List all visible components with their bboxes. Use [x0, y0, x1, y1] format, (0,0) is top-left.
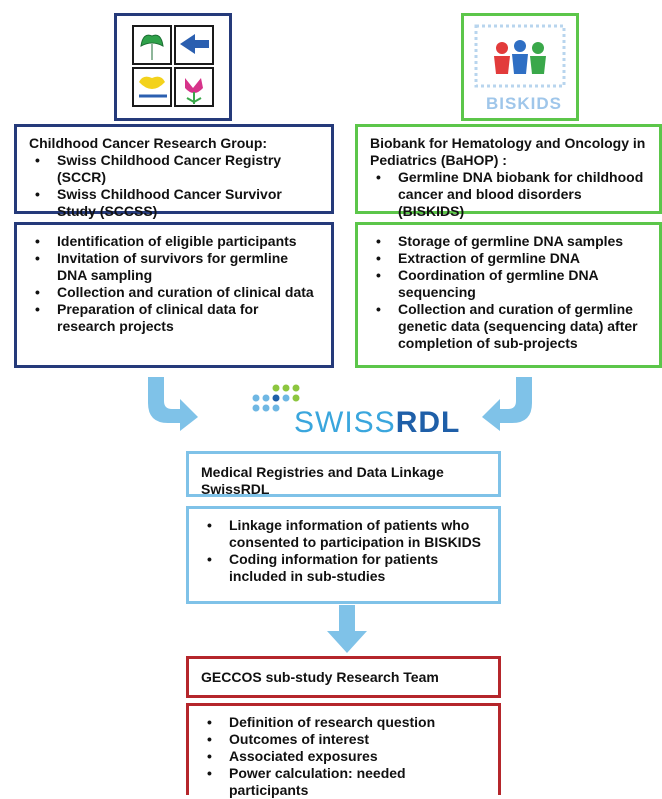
- list-item: •Outcomes of interest: [207, 731, 370, 747]
- list-item: •Identification of eligible participants: [35, 233, 297, 249]
- crg-logo: [114, 13, 232, 121]
- crg-title: Childhood Cancer Research Group:: [29, 135, 268, 151]
- list-item: •Swiss Childhood Cancer Survivor Study (…: [35, 186, 282, 219]
- bahop-title: Biobank for Hematology and Oncology in P…: [370, 135, 646, 168]
- list-item: •Associated exposures: [207, 748, 378, 764]
- list-item: •Coordination of germline DNA sequencing: [376, 267, 599, 300]
- bahop-tasks-box: •Storage of germline DNA samples •Extrac…: [355, 222, 662, 368]
- list-item: •Swiss Childhood Cancer Registry (SCCR): [35, 152, 282, 185]
- children-dna-icon: [474, 24, 566, 88]
- list-item: •Power calculation: needed participants: [207, 765, 406, 798]
- list-item: •Collection and curation of clinical dat…: [35, 284, 314, 300]
- bahop-box: Biobank for Hematology and Oncology in P…: [355, 124, 662, 219]
- flower-tiles-icon: [132, 25, 214, 107]
- bahop-list: •Germline DNA biobank for childhood canc…: [370, 169, 647, 220]
- crg-box: Childhood Cancer Research Group: •Swiss …: [14, 124, 334, 219]
- down-arrow-icon: [327, 605, 367, 653]
- list-item: •Storage of germline DNA samples: [376, 233, 624, 249]
- swissrdl-tasks-list: •Linkage information of patients who con…: [201, 517, 486, 585]
- biskids-logo-text: BISKIDS: [486, 94, 562, 113]
- list-item: •Extraction of germline DNA: [376, 250, 581, 266]
- swissrdl-logo-text: SWISSRDL: [294, 406, 461, 439]
- swissrdl-logo: SWISSRDL: [250, 384, 459, 444]
- list-item: •Preparation of clinical data for resear…: [35, 301, 259, 334]
- list-item: •Germline DNA biobank for childhood canc…: [376, 169, 644, 219]
- bahop-tasks-list: •Storage of germline DNA samples •Extrac…: [370, 233, 647, 352]
- list-item: •Linkage information of patients who con…: [207, 517, 482, 550]
- list-item: •Invitation of survivors for germline DN…: [35, 250, 289, 283]
- crg-tasks-box: •Identification of eligible participants…: [14, 222, 334, 368]
- curved-arrow-right-icon: [148, 377, 198, 431]
- geccos-tasks-list: •Definition of research question •Outcom…: [201, 714, 486, 799]
- swissrdl-title: Medical Registries and Data Linkage Swis…: [201, 464, 444, 497]
- list-item: •Collection and curation of germline gen…: [376, 301, 638, 351]
- list-item: •Definition of research question: [207, 714, 436, 730]
- list-item: •Coding information for patients include…: [207, 551, 439, 584]
- dots-icon: [252, 384, 300, 412]
- biskids-logo: BISKIDS: [461, 13, 579, 121]
- swissrdl-tasks-box: •Linkage information of patients who con…: [186, 506, 501, 604]
- crg-list: •Swiss Childhood Cancer Registry (SCCR) …: [29, 152, 319, 220]
- swissrdl-box: Medical Registries and Data Linkage Swis…: [186, 451, 501, 497]
- geccos-box: GECCOS sub-study Research Team: [186, 656, 501, 698]
- crg-tasks-list: •Identification of eligible participants…: [29, 233, 319, 335]
- geccos-tasks-box: •Definition of research question •Outcom…: [186, 703, 501, 798]
- geccos-title: GECCOS sub-study Research Team: [201, 669, 439, 685]
- curved-arrow-left-icon: [482, 377, 532, 431]
